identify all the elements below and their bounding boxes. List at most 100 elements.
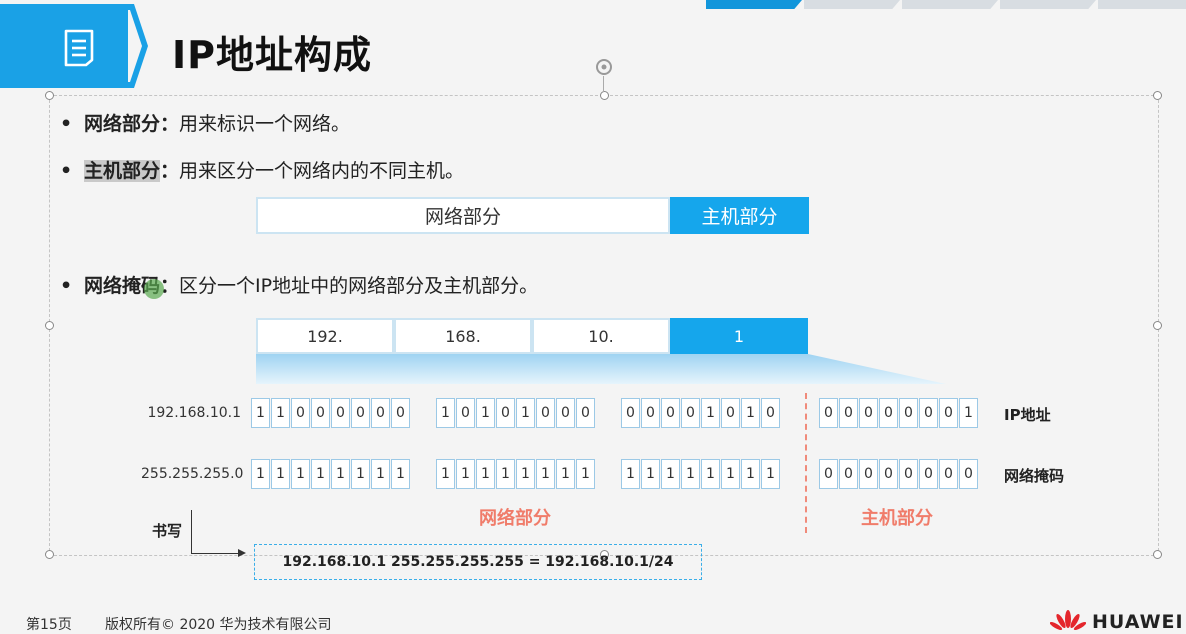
bit-cell: 1: [456, 459, 475, 489]
bit-cell: 1: [476, 398, 495, 428]
bit-cell: 0: [819, 398, 838, 428]
bit-cell: 0: [621, 398, 640, 428]
bit-cell: 1: [291, 459, 310, 489]
rotate-handle-icon[interactable]: [594, 57, 614, 77]
term-netmask: 网络掩码: [84, 275, 161, 297]
bit-cell: 0: [331, 398, 350, 428]
bit-cell: 0: [721, 398, 740, 428]
bit-cell: 1: [621, 459, 640, 489]
bit-cell: 0: [959, 459, 978, 489]
pointer-cursor: [144, 279, 164, 299]
bit-cell: 0: [899, 459, 918, 489]
tab-address-calc[interactable]: [902, 0, 998, 9]
bullet-dot: •: [60, 275, 73, 297]
bit-cell: 0: [919, 398, 938, 428]
host-part-label: 主机部分: [861, 508, 933, 529]
tab-special-address[interactable]: [1000, 0, 1096, 9]
bit-cell: 0: [879, 398, 898, 428]
arrow-right-icon: [238, 549, 246, 557]
bit-cell: 1: [959, 398, 978, 428]
bit-cell: 1: [496, 459, 515, 489]
bit-cell: 1: [536, 459, 555, 489]
bullet-text: 用来区分一个网络内的不同主机。: [179, 160, 465, 182]
octet-4: 1: [670, 318, 808, 354]
resize-handle[interactable]: [45, 91, 54, 100]
bullet-host-part: • 主机部分：用来区分一个网络内的不同主机。: [60, 156, 464, 183]
term-host-part: 主机部分: [84, 160, 161, 182]
bit-cell: 0: [939, 459, 958, 489]
header-chevron: [126, 4, 148, 88]
bit-cell: 1: [251, 459, 270, 489]
bullet-dot: •: [60, 160, 73, 182]
bit-cell: 1: [271, 398, 290, 428]
writing-connector: [191, 510, 192, 554]
bit-cell: 0: [819, 459, 838, 489]
bullet-network-part: •网络部分：用来标识一个网络。: [60, 109, 350, 136]
bit-cell: 1: [701, 459, 720, 489]
bit-cell: 1: [741, 459, 760, 489]
resize-handle[interactable]: [1153, 321, 1162, 330]
bit-cell: 1: [331, 459, 350, 489]
bit-cell: 1: [251, 398, 270, 428]
ip-address-name: IP地址: [1004, 406, 1051, 424]
bit-cell: 0: [351, 398, 370, 428]
resize-handle[interactable]: [600, 550, 609, 559]
bit-cell: 1: [436, 459, 455, 489]
term-colon: ：: [160, 275, 180, 297]
bit-cell: 1: [476, 459, 495, 489]
bit-cell: 1: [516, 398, 535, 428]
network-host-divider: [805, 393, 807, 533]
bit-cell: 1: [391, 459, 410, 489]
bit-cell: 1: [576, 459, 595, 489]
bullet-netmask: •网络掩码：区分一个IP地址中的网络部分及主机部分。: [60, 271, 538, 298]
bit-cell: 0: [456, 398, 475, 428]
bit-cell: 1: [721, 459, 740, 489]
resize-handle[interactable]: [45, 321, 54, 330]
bit-cell: 0: [391, 398, 410, 428]
copyright: 版权所有© 2020 华为技术有限公司: [105, 617, 332, 633]
resize-handle[interactable]: [45, 550, 54, 559]
bit-cell: 0: [859, 398, 878, 428]
bit-cell: 0: [761, 398, 780, 428]
tab-address-class[interactable]: [804, 0, 900, 9]
page-title: IP地址构成: [172, 33, 372, 77]
bit-cell: 1: [556, 459, 575, 489]
document-icon: [64, 29, 94, 67]
tab-concept[interactable]: [706, 0, 802, 9]
bit-cell: 0: [291, 398, 310, 428]
bit-cell: 0: [839, 398, 858, 428]
host-part-bar: 主机部分: [670, 197, 809, 234]
bit-cell: 0: [839, 459, 858, 489]
bit-cell: 1: [351, 459, 370, 489]
bit-cell: 1: [741, 398, 760, 428]
resize-handle[interactable]: [600, 91, 609, 100]
bit-cell: 1: [641, 459, 660, 489]
resize-handle[interactable]: [1153, 91, 1162, 100]
bit-cell: 0: [859, 459, 878, 489]
brand-name: HUAWEI: [1092, 611, 1184, 633]
resize-handle[interactable]: [1153, 550, 1162, 559]
network-part-bar: 网络部分: [256, 197, 670, 234]
octet-3: 10.: [532, 318, 670, 354]
header-band: [0, 4, 128, 88]
writing-connector: [191, 553, 239, 554]
term-colon: ：: [160, 160, 180, 182]
page-number: 第15页: [26, 617, 72, 633]
bullet-dot: •: [60, 113, 73, 135]
bit-cell: 1: [661, 459, 680, 489]
term-network-part: 网络部分: [84, 113, 161, 135]
huawei-logo: HUAWEI: [1050, 610, 1184, 634]
writing-expression: 192.168.10.1 255.255.255.255 = 192.168.1…: [254, 544, 702, 580]
bit-cell: 1: [516, 459, 535, 489]
bit-cell: 0: [556, 398, 575, 428]
rotate-handle-stem: [603, 76, 604, 92]
bit-cell: 0: [919, 459, 938, 489]
bit-cell: 0: [371, 398, 390, 428]
tab-ipv4-ipv6[interactable]: [1098, 0, 1186, 9]
